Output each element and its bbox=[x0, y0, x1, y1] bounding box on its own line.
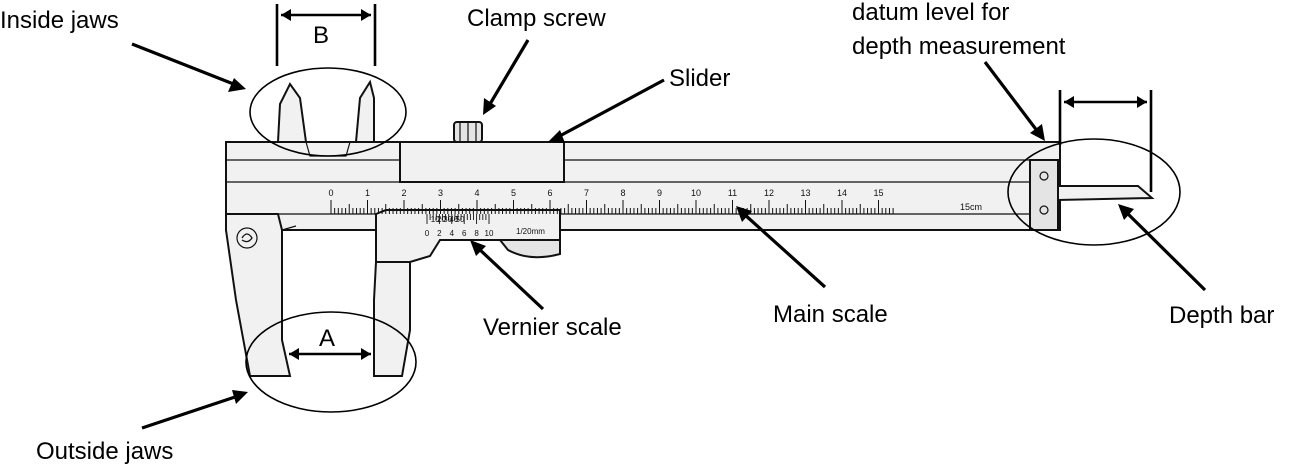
main-scale-number: 3 bbox=[438, 188, 443, 198]
outside-jaws-circle bbox=[245, 311, 417, 413]
vernier-resolution: 1/20mm bbox=[516, 227, 545, 236]
label-outside-jaws: Outside jaws bbox=[36, 438, 173, 465]
main-scale-number: 8 bbox=[620, 188, 625, 198]
sliding-outside-jaw bbox=[373, 261, 411, 377]
end-screw-bottom bbox=[1039, 205, 1049, 215]
label-inside-jaws: Inside jaws bbox=[0, 7, 119, 34]
dimension-a bbox=[289, 348, 371, 360]
main-scale-number: 13 bbox=[800, 188, 810, 198]
vernier-number: 6 bbox=[462, 229, 467, 238]
vernier-top-number: 40 bbox=[449, 215, 458, 224]
thumb-rest bbox=[497, 239, 561, 259]
main-scale-number: 4 bbox=[474, 188, 479, 198]
slider-body bbox=[399, 141, 565, 183]
inside-jaws-circle bbox=[249, 67, 407, 157]
main-scale-number: 1 bbox=[365, 188, 370, 198]
vernier-top-number: 50 bbox=[456, 215, 465, 224]
vernier-top-number: 20 bbox=[437, 215, 446, 224]
dimension-b-label: B bbox=[313, 22, 329, 49]
dimension-b bbox=[275, 4, 377, 66]
main-scale-unit: 15cm bbox=[960, 202, 982, 212]
label-main-scale: Main scale bbox=[773, 301, 888, 328]
main-scale-number: 5 bbox=[511, 188, 516, 198]
vernier-top-number: 30 bbox=[443, 215, 452, 224]
main-scale-ticks bbox=[330, 200, 894, 214]
main-scale-number: 15 bbox=[873, 188, 883, 198]
vernier-ticks bbox=[426, 214, 490, 224]
main-scale-number: 11 bbox=[728, 188, 737, 198]
leader-clamp-screw bbox=[483, 39, 530, 115]
main-scale-number: 14 bbox=[837, 188, 847, 198]
leader-inside-jaws bbox=[131, 42, 246, 92]
vernier-number: 8 bbox=[474, 229, 479, 238]
end-screw-top bbox=[1039, 171, 1049, 181]
sliding-inside-jaw bbox=[354, 79, 375, 143]
main-scale-number: 0 bbox=[328, 188, 333, 198]
vernier-number: 0 bbox=[425, 229, 430, 238]
vernier-number: 2 bbox=[437, 229, 442, 238]
fixed-inside-jaw bbox=[276, 82, 308, 143]
main-scale-number: 10 bbox=[691, 188, 701, 198]
depth-end-circle bbox=[1007, 138, 1181, 246]
main-scale-number: 7 bbox=[584, 188, 589, 198]
label-clamp-screw: Clamp screw bbox=[467, 5, 606, 32]
label-depth-bar: Depth bar bbox=[1169, 302, 1274, 329]
main-beam bbox=[225, 141, 1061, 231]
main-scale-number: 6 bbox=[547, 188, 552, 198]
main-scale-number: 2 bbox=[401, 188, 406, 198]
label-datum-line-2: depth measurement bbox=[852, 33, 1066, 60]
main-scale-number: 9 bbox=[657, 188, 662, 198]
brand-logo-mark bbox=[241, 233, 253, 243]
label-datum-line-1: datum level for bbox=[852, 0, 1009, 26]
depth-bar-shape bbox=[1057, 185, 1155, 202]
leader-depth-bar bbox=[1118, 204, 1207, 292]
dimension-a-label: A bbox=[319, 325, 335, 352]
fixed-jaw-notch bbox=[281, 225, 297, 236]
brand-logo-icon bbox=[236, 227, 258, 249]
leader-outside-jaws bbox=[141, 390, 248, 430]
leader-slider bbox=[548, 78, 665, 143]
vernier-number: 10 bbox=[485, 229, 494, 238]
leader-main-scale bbox=[736, 206, 827, 289]
vernier-number: 4 bbox=[450, 229, 455, 238]
leader-vernier-scale bbox=[470, 240, 545, 311]
label-slider: Slider bbox=[669, 65, 730, 92]
caliper bbox=[225, 79, 1155, 377]
depth-dimension bbox=[1058, 90, 1153, 192]
fixed-outside-jaw bbox=[225, 213, 292, 377]
main-scale-number: 12 bbox=[764, 188, 774, 198]
beam-end-cap bbox=[1029, 159, 1059, 231]
leader-datum bbox=[983, 61, 1045, 141]
vernier-top-number: 10 bbox=[431, 215, 440, 224]
label-vernier-scale: Vernier scale bbox=[483, 314, 622, 341]
